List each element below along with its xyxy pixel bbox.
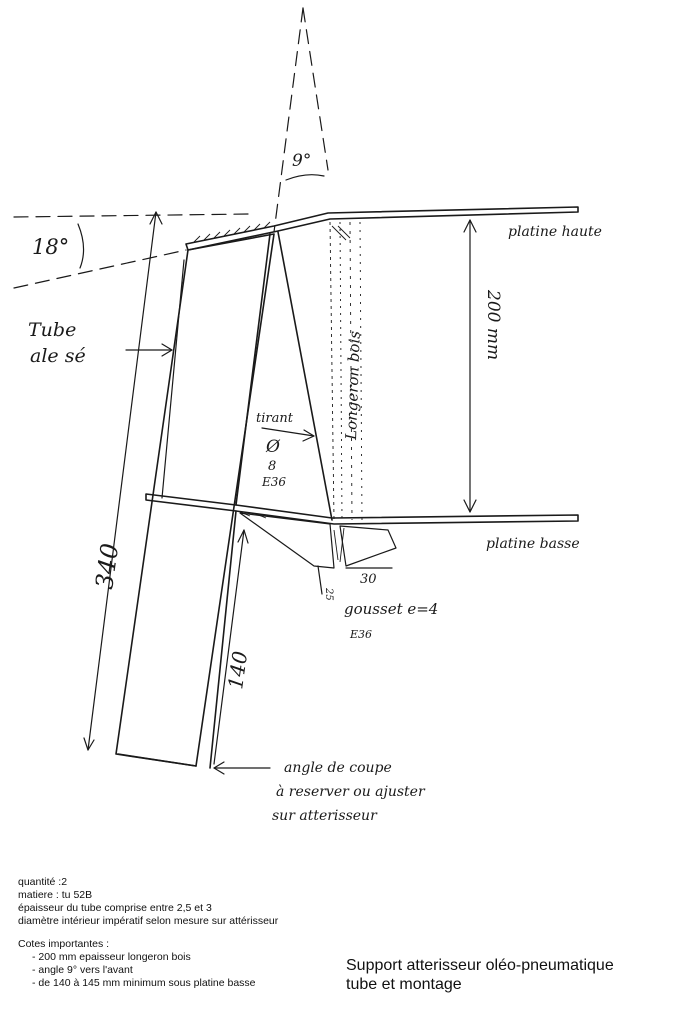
dim-200-arrow-bottom: [463, 499, 477, 513]
specification-notes: quantité :2 matiere : tu 52B épaisseur d…: [18, 876, 328, 990]
angle-de-coupe-line1: angle de coupe: [284, 760, 392, 776]
dim-340-label: 340: [90, 542, 124, 591]
title-line-1: Support atterisseur oléo-pneumatique: [346, 957, 614, 974]
angle-de-coupe-arrowhead: [213, 761, 225, 775]
dim-200-arrow-top: [463, 219, 477, 233]
angle-9-label: 9°: [292, 151, 311, 171]
tirant-material: E36: [261, 475, 286, 489]
angle-18-label: 18°: [32, 235, 69, 259]
gousset-left: [239, 512, 335, 569]
gousset-weld-hatch: [239, 511, 345, 563]
platine-basse-label: platine basse: [486, 536, 580, 552]
dim-340-arrow-bottom: [83, 737, 95, 751]
longeron-bois-label: Longeron bois: [342, 330, 364, 441]
angle-de-coupe-line3: sur atterisseur: [272, 808, 378, 824]
note-cotes-title: Cotes importantes :: [18, 938, 110, 950]
tube-lower-right-edge: [209, 510, 237, 769]
drawing-title-block: Support atterisseur oléo-pneumatique tub…: [346, 956, 614, 994]
tirant-phi: Ø: [265, 437, 281, 457]
dim-340-arrow-top: [149, 211, 163, 225]
note-cote-1: - 200 mm epaisseur longeron bois: [32, 951, 191, 963]
tube-axis-centerline: [273, 7, 304, 233]
dim-140-arrow-top: [237, 529, 249, 544]
note-epaisseur: épaisseur du tube comprise entre 2,5 et …: [18, 902, 212, 914]
tirant-label: tirant: [256, 411, 294, 426]
platine-basse-plate: [145, 493, 579, 525]
title-line-2: tube et montage: [346, 976, 462, 993]
technical-sketch: 9° 18° platine haute: [13, 7, 602, 824]
dim-25-line: [317, 565, 323, 595]
tirant-arrow: [261, 427, 315, 437]
dim-140-line: [213, 529, 245, 765]
dim-340-line: [87, 211, 157, 751]
gousset-material: E36: [349, 628, 372, 641]
tirant-arrowhead: [302, 429, 315, 442]
longeron-bois-shading: [329, 221, 363, 521]
gousset-right: [339, 525, 397, 567]
tube-label-line1: Tube: [28, 319, 76, 341]
tube-inner-line: [161, 259, 185, 499]
angle-18-arc: [77, 223, 85, 269]
tube-bottom-cut: [117, 753, 197, 767]
dim-200-label: 200 mm: [483, 289, 503, 360]
tube-label-line2: ale sé: [30, 345, 86, 367]
angle-de-coupe-line2: à reserver ou ajuster: [276, 784, 426, 800]
horizontal-reference-line: [13, 213, 251, 218]
tube-label-arrowhead: [161, 343, 173, 357]
tirant-rod-left: [235, 233, 271, 506]
note-quantite: quantité :2: [18, 876, 68, 888]
angle-9-arc: [285, 174, 325, 181]
note-diametre: diamètre intérieur impératif selon mesur…: [18, 915, 279, 927]
tirant-rod-right: [277, 231, 333, 521]
gousset-label: gousset e=4: [344, 600, 438, 618]
top-plate-weld-hatch: [193, 221, 271, 243]
dim-30-label: 30: [360, 572, 377, 587]
dim-140-label: 140: [223, 649, 252, 690]
note-cote-2: - angle 9° vers l'avant: [32, 964, 133, 976]
note-matiere: matiere : tu 52B: [18, 889, 93, 901]
angle-18-reference-line: [13, 249, 187, 289]
dim-25-label: 25: [323, 587, 334, 601]
note-cote-3: - de 140 à 145 mm minimum sous platine b…: [32, 977, 256, 989]
platine-haute-label: platine haute: [508, 224, 602, 240]
vertical-reference-line: [302, 7, 329, 171]
tirant-diameter: 8: [268, 459, 276, 474]
